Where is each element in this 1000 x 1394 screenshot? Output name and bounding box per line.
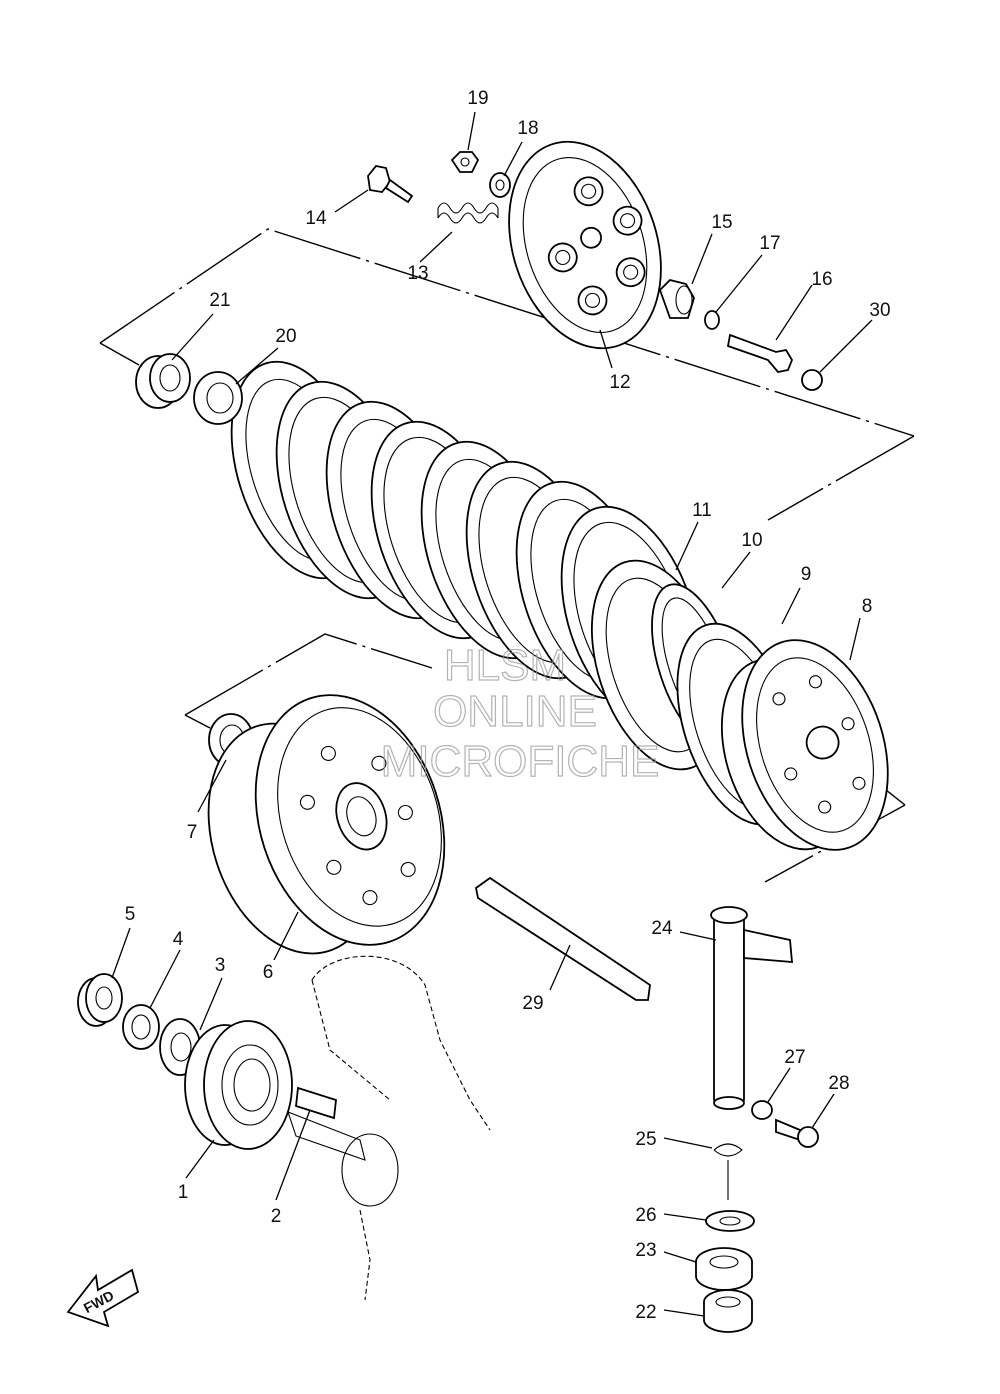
callout-7: 7 [187,822,198,843]
part-18-washer [489,172,511,198]
part-20-lock-washer [193,371,243,425]
callout-8: 8 [862,596,873,617]
part-26-washer [705,1210,755,1232]
callout-5: 5 [125,904,136,925]
part-6-clutch-housing [207,694,446,955]
callout-27: 27 [784,1047,805,1068]
callout-3: 3 [215,955,226,976]
callout-14: 14 [305,208,327,229]
crankshaft-outline [287,955,491,1301]
leader-lines [111,111,873,1317]
part-4-lock-washer [122,1004,160,1050]
part-22-bearing [703,1289,753,1333]
upper-assembly-frame [99,228,915,521]
callout-1: 1 [178,1182,189,1203]
callout-25: 25 [635,1129,656,1150]
watermark-line-2: ONLINE [433,687,597,736]
callout-12: 12 [609,372,630,393]
callout-23: 23 [635,1240,656,1261]
callout-26: 26 [635,1205,656,1226]
part-14-bolt [367,165,414,204]
part-19-nut [450,151,480,173]
watermark-line-3: MICROFICHE [381,737,660,786]
callout-29: 29 [522,993,543,1014]
callout-10: 10 [741,530,762,551]
part-12-pressure-plate [508,140,662,350]
part-2-woodruff-key [295,1086,337,1120]
part-13-spring [437,202,499,224]
callout-11: 11 [692,500,712,521]
callout-13: 13 [407,263,428,284]
part-21-nut [135,353,191,409]
callout-17: 17 [759,233,780,254]
callout-4: 4 [173,929,184,950]
callout-24: 24 [651,918,673,939]
callout-6: 6 [263,962,274,983]
part-25-spring [713,1143,743,1200]
part-1-primary-drive-gear [184,1020,293,1150]
part-16-push-rod [726,333,794,373]
callout-19: 19 [467,88,488,109]
part-27-washer [751,1100,773,1120]
callout-18: 18 [517,118,538,139]
part-17-o-ring [704,310,720,330]
watermark: HLSM ONLINE MICROFICHE [380,640,660,786]
part-29-push-lever-shaft [475,876,651,1001]
callout-21: 21 [209,290,230,311]
callout-labels: 19 18 14 13 15 17 16 30 12 21 20 11 10 9… [125,88,891,1323]
part-24-push-lever [710,906,793,1110]
callout-16: 16 [811,269,832,290]
callout-22: 22 [635,1302,656,1323]
callout-9: 9 [801,564,812,585]
part-8-clutch-boss [720,639,889,851]
part-23-bearing [695,1247,753,1291]
watermark-line-1: HLSM [444,641,566,690]
callout-20: 20 [275,326,296,347]
part-15-nut [658,279,695,319]
part-5-nut [77,973,123,1027]
callout-15: 15 [711,212,732,233]
fwd-direction-marker: FWD [66,1268,140,1328]
callout-30: 30 [869,300,890,321]
part-28-screw [775,1118,819,1148]
callout-2: 2 [271,1206,282,1227]
callout-28: 28 [828,1073,849,1094]
part-30-ball [801,369,823,391]
